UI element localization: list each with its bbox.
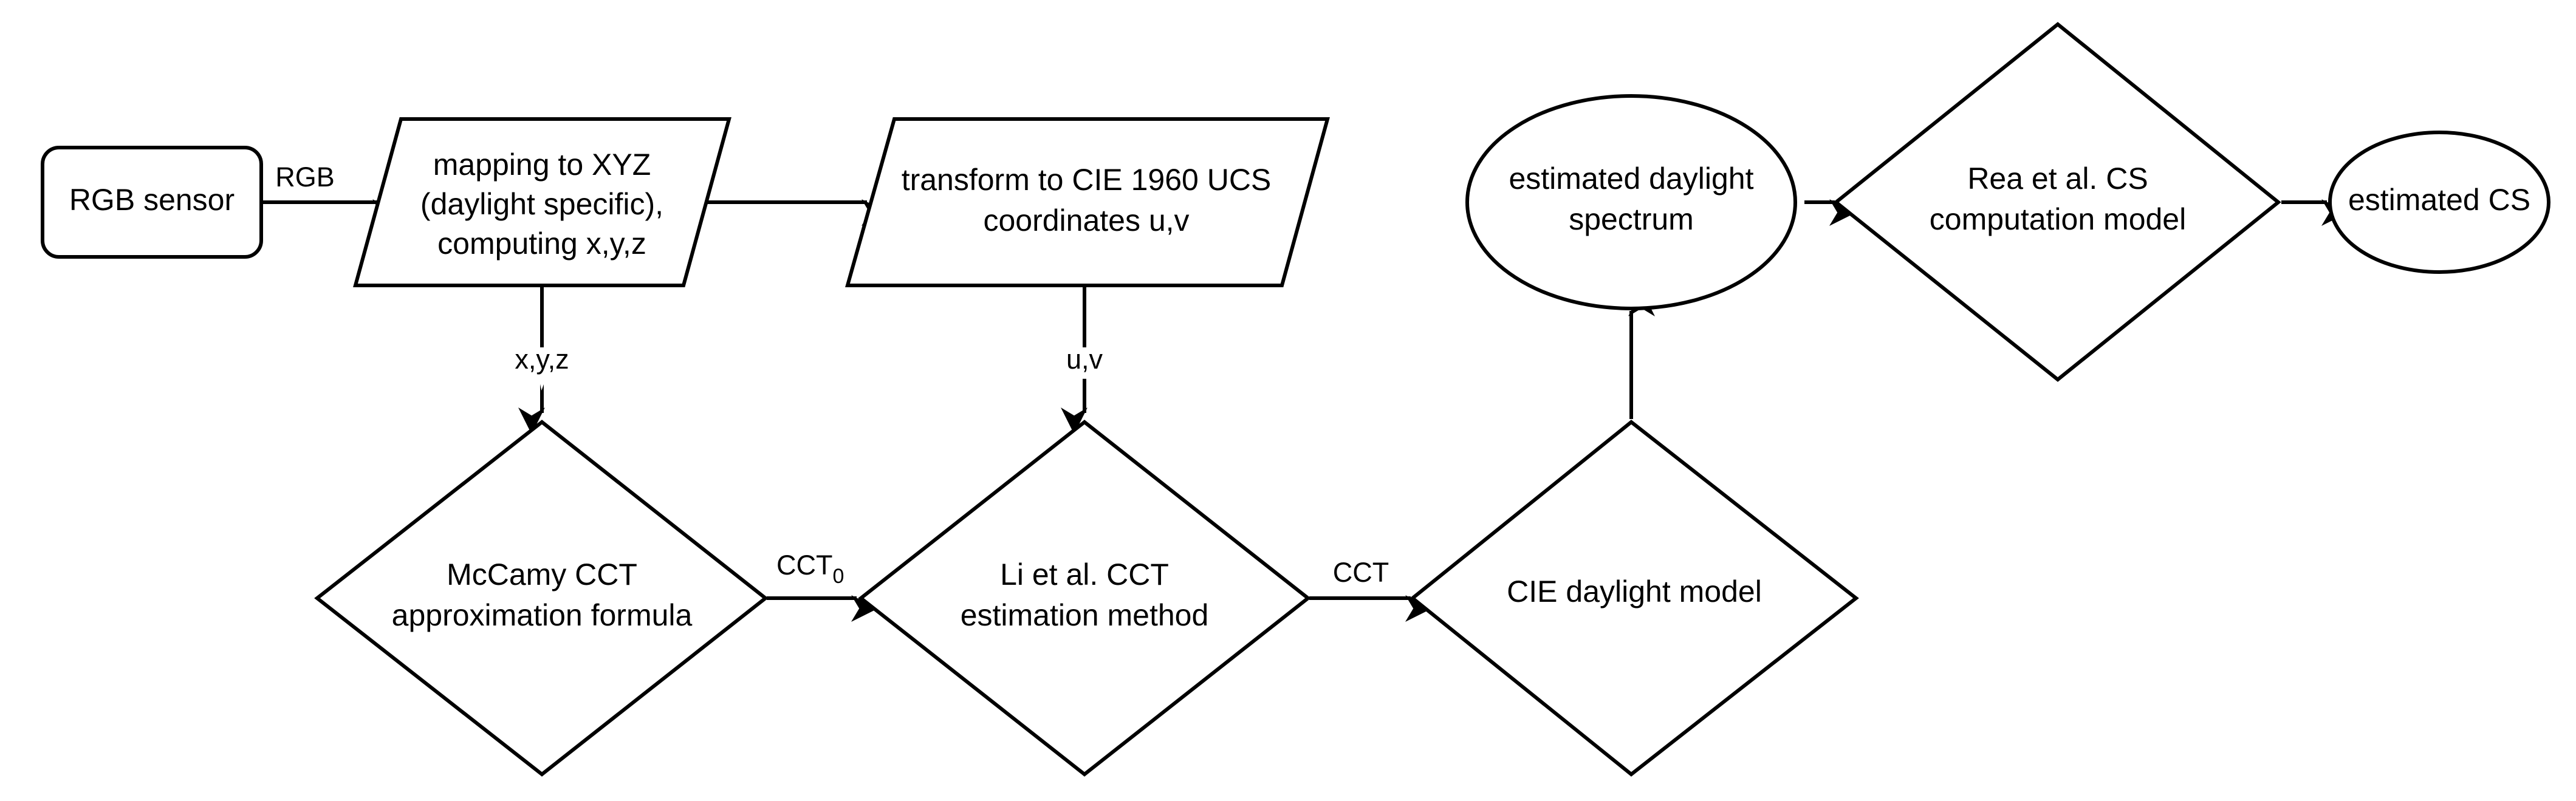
- edge-label-cct0-main: CCT: [776, 550, 832, 581]
- node-estimated-cs: estimated CS: [2328, 131, 2550, 274]
- node-mccamy-line-1: McCamy CCT: [447, 557, 637, 591]
- node-li-cct: Li et al. CCT estimation method: [858, 420, 1311, 777]
- node-mapping-to-xyz: mapping to XYZ (daylight specific), comp…: [353, 117, 731, 287]
- node-cie-daylight: CIE daylight model: [1410, 420, 1859, 777]
- node-estimated-cs-label: estimated CS: [2348, 183, 2530, 217]
- node-mccamy: McCamy CCT approximation formula: [314, 420, 769, 777]
- node-mapping-line-3: computing x,y,z: [437, 227, 646, 261]
- node-mapping-line-1: mapping to XYZ: [433, 148, 651, 182]
- node-spectrum-line-2: spectrum: [1569, 202, 1694, 236]
- edge-label-cct: CCT: [1333, 557, 1389, 588]
- node-estimated-spectrum: estimated daylight spectrum: [1465, 94, 1797, 310]
- node-rgb-sensor-label: RGB sensor: [69, 183, 235, 217]
- edge-label-cct0-subscript: 0: [832, 565, 844, 588]
- edge-label-rgb: RGB: [275, 162, 335, 193]
- node-rgb-sensor: RGB sensor: [41, 146, 263, 259]
- node-mapping-line-2: (daylight specific),: [420, 187, 663, 221]
- edge-label-cct0: CCT0: [776, 550, 844, 588]
- node-li-line-1: Li et al. CCT: [1000, 557, 1169, 591]
- node-mccamy-line-2: approximation formula: [392, 598, 693, 632]
- node-spectrum-line-1: estimated daylight: [1509, 162, 1753, 196]
- node-cie-daylight-label: CIE daylight model: [1507, 574, 1762, 608]
- edge-label-xyz: x,y,z: [515, 344, 569, 375]
- edge-label-uv: u,v: [1066, 344, 1103, 375]
- node-transform-line-2: coordinates u,v: [983, 203, 1189, 237]
- node-transform-cie1960: transform to CIE 1960 UCS coordinates u,…: [845, 117, 1330, 287]
- node-rea-line-1: Rea et al. CS: [1967, 162, 2148, 196]
- node-rea-cs: Rea et al. CS computation model: [1833, 22, 2281, 382]
- node-li-line-2: estimation method: [961, 598, 1209, 632]
- node-rea-line-2: computation model: [1930, 202, 2186, 236]
- node-transform-line-1: transform to CIE 1960 UCS: [902, 163, 1272, 197]
